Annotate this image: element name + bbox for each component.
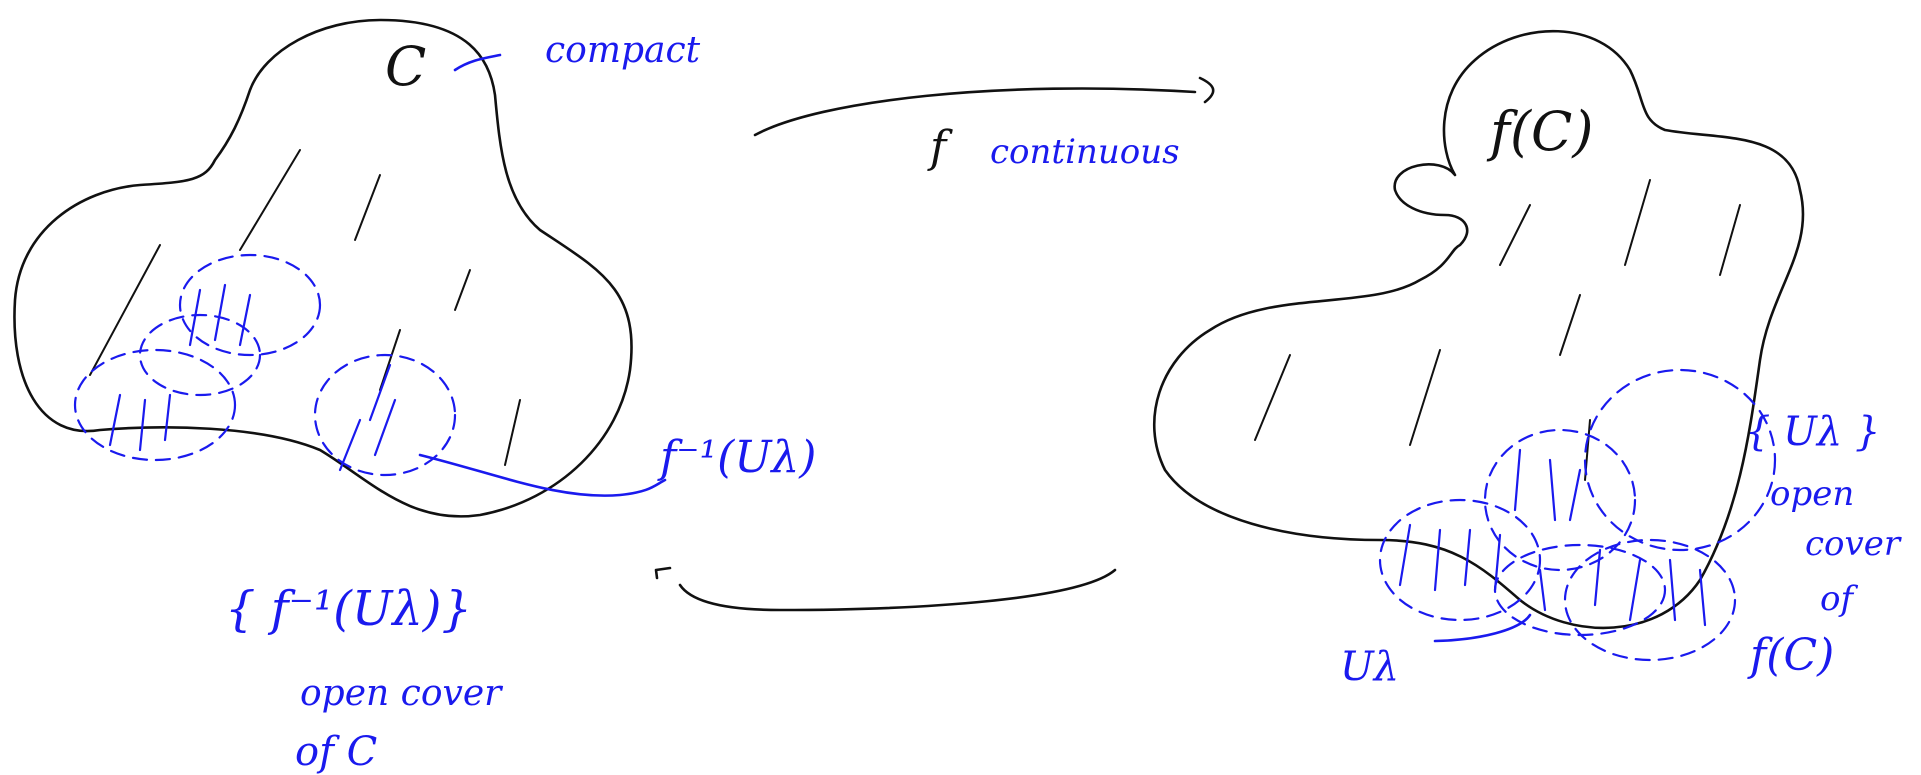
map-arrow-forward bbox=[753, 76, 1215, 137]
cover-fc-text: f(C) bbox=[1747, 630, 1834, 681]
cover-open-text: open bbox=[1770, 474, 1854, 514]
preimage-leader-line bbox=[418, 453, 667, 497]
set-fc-symbol: f(C) bbox=[1486, 100, 1593, 163]
set-fc-hatch bbox=[1409, 349, 1441, 446]
preimage-open-set bbox=[178, 253, 322, 357]
preimage-cover-of: of C bbox=[295, 729, 377, 775]
preimage-cover-set: { f⁻¹(Uλ)} bbox=[225, 581, 472, 637]
preimage-open-set bbox=[138, 313, 262, 397]
u-lambda-leader-line bbox=[1433, 613, 1532, 643]
set-fc-hatch bbox=[1624, 179, 1651, 266]
set-fc bbox=[1152, 29, 1805, 630]
set-c-hatch bbox=[454, 269, 471, 311]
set-c-symbol: C bbox=[385, 35, 426, 98]
back-arrow-head bbox=[654, 566, 672, 580]
forward-arrow-shaft bbox=[753, 87, 1197, 137]
set-fc-hatch bbox=[1719, 204, 1741, 276]
cover-open-set bbox=[1583, 368, 1777, 552]
set-c-hatch bbox=[379, 329, 401, 391]
set-c-hatch bbox=[89, 244, 161, 376]
cover-hatch bbox=[1398, 448, 1707, 627]
preimage-cover-text: open cover bbox=[300, 673, 503, 714]
cover-set-label: { Uλ } bbox=[1745, 409, 1880, 455]
cover-open-set bbox=[1378, 498, 1542, 622]
u-lambda-label: Uλ bbox=[1340, 644, 1399, 690]
back-arrow-shaft bbox=[678, 568, 1117, 612]
continuous-label: continuous bbox=[990, 132, 1180, 172]
cover-open-set bbox=[1483, 428, 1637, 572]
cover-open-set bbox=[1563, 538, 1737, 662]
preimage-hatch bbox=[108, 283, 397, 472]
cover-cover-text: cover bbox=[1805, 524, 1902, 564]
map-arrow-back bbox=[654, 566, 1117, 612]
set-c-hatch bbox=[239, 149, 301, 251]
preimage-open-set bbox=[73, 348, 237, 462]
set-fc-hatch bbox=[1254, 354, 1291, 441]
map-f-symbol: f bbox=[927, 122, 953, 173]
preimage-open-set bbox=[313, 353, 457, 477]
cover-of-text: of bbox=[1820, 579, 1858, 619]
preimage-open-sets bbox=[73, 253, 457, 477]
set-fc-hatch bbox=[1559, 294, 1581, 356]
set-fc-outline bbox=[1152, 29, 1805, 630]
compact-label: compact bbox=[545, 30, 701, 71]
set-fc-hatch bbox=[1499, 204, 1531, 266]
forward-arrow-head bbox=[1198, 76, 1215, 104]
cover-open-sets bbox=[1378, 368, 1777, 662]
cover-open-set bbox=[1493, 543, 1667, 637]
set-c-hatch bbox=[354, 174, 381, 241]
preimage-label: f⁻¹(Uλ) bbox=[657, 432, 816, 483]
set-c-hatch bbox=[504, 399, 521, 466]
compact-leader-line bbox=[453, 53, 502, 72]
